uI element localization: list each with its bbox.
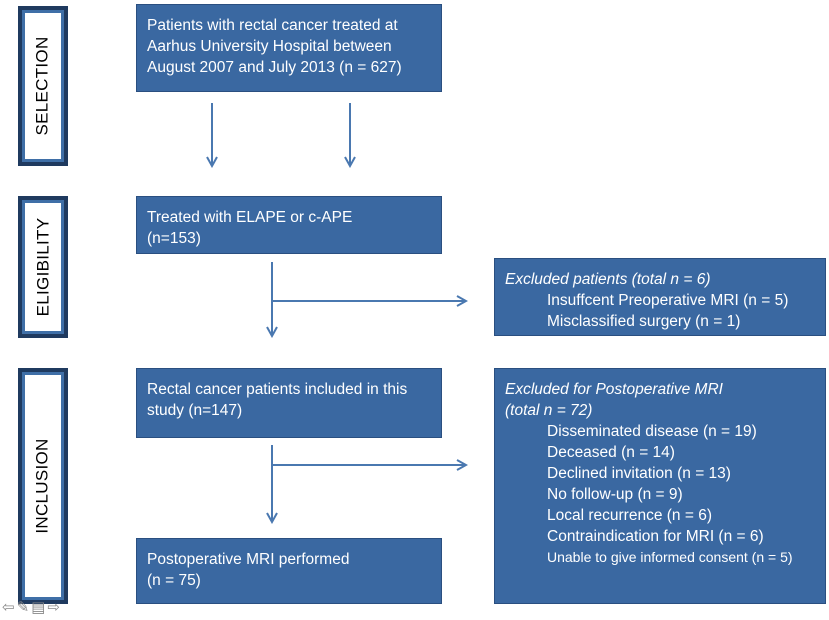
excluded-postop-item: Contraindication for MRI (n = 6) <box>547 528 764 545</box>
included-box: Rectal cancer patients included in this … <box>136 368 442 438</box>
phase-eligibility-label: ELIGIBILITY <box>33 217 53 317</box>
menu-icon[interactable]: ▤ <box>31 599 46 616</box>
excluded-postop-item: Unable to give informed consent (n = 5) <box>547 549 793 565</box>
excluded-postop-box: Excluded for Postoperative MRI (total n … <box>494 368 826 604</box>
arrow-left-icon[interactable]: ⇦ <box>2 599 15 616</box>
excluded-postop-title: (total n = 72) <box>505 402 593 419</box>
excluded-patients-item: Misclassified surgery (n = 1) <box>547 313 741 330</box>
excluded-patients-box: Excluded patients (total n = 6) Insuffce… <box>494 258 826 336</box>
excluded-postop-item: Declined invitation (n = 13) <box>547 465 731 482</box>
eligibility-line: Treated with ELAPE or c-APE <box>147 209 353 226</box>
arrow-right-icon[interactable]: ⇨ <box>47 599 60 616</box>
selection-box: Patients with rectal cancer treated at A… <box>136 4 442 92</box>
selection-line: Aarhus University Hospital between <box>147 38 392 55</box>
excluded-postop-item: Deceased (n = 14) <box>547 444 675 461</box>
excluded-postop-item: No follow-up (n = 9) <box>547 486 683 503</box>
postop-line: (n = 75) <box>147 572 201 589</box>
excluded-patients-title: Excluded patients (total n = 6) <box>505 271 711 288</box>
phase-inclusion-label: INCLUSION <box>33 438 52 534</box>
phase-eligibility: ELIGIBILITY <box>18 196 68 338</box>
selection-line: Patients with rectal cancer treated at <box>147 17 398 34</box>
phase-selection: SELECTION <box>18 6 68 166</box>
eligibility-box: Treated with ELAPE or c-APE (n=153) <box>136 196 442 254</box>
slide-nav-toolbar: ⇦ ✎ ▤ ⇨ <box>2 600 60 616</box>
excluded-patients-item: Insuffcent Preoperative MRI (n = 5) <box>547 292 789 309</box>
included-line: study (n=147) <box>147 402 243 419</box>
phase-inclusion: INCLUSION <box>18 368 68 604</box>
pencil-icon[interactable]: ✎ <box>16 599 30 616</box>
selection-line: August 2007 and July 2013 (n = 627) <box>147 59 402 76</box>
included-line: Rectal cancer patients included in this <box>147 381 408 398</box>
postop-line: Postoperative MRI performed <box>147 551 350 568</box>
excluded-postop-item: Local recurrence (n = 6) <box>547 507 712 524</box>
excluded-postop-title: Excluded for Postoperative MRI <box>505 381 723 398</box>
eligibility-line: (n=153) <box>147 230 201 247</box>
excluded-postop-item: Disseminated disease (n = 19) <box>547 423 757 440</box>
phase-selection-label: SELECTION <box>33 36 52 136</box>
postop-box: Postoperative MRI performed (n = 75) <box>136 538 442 604</box>
